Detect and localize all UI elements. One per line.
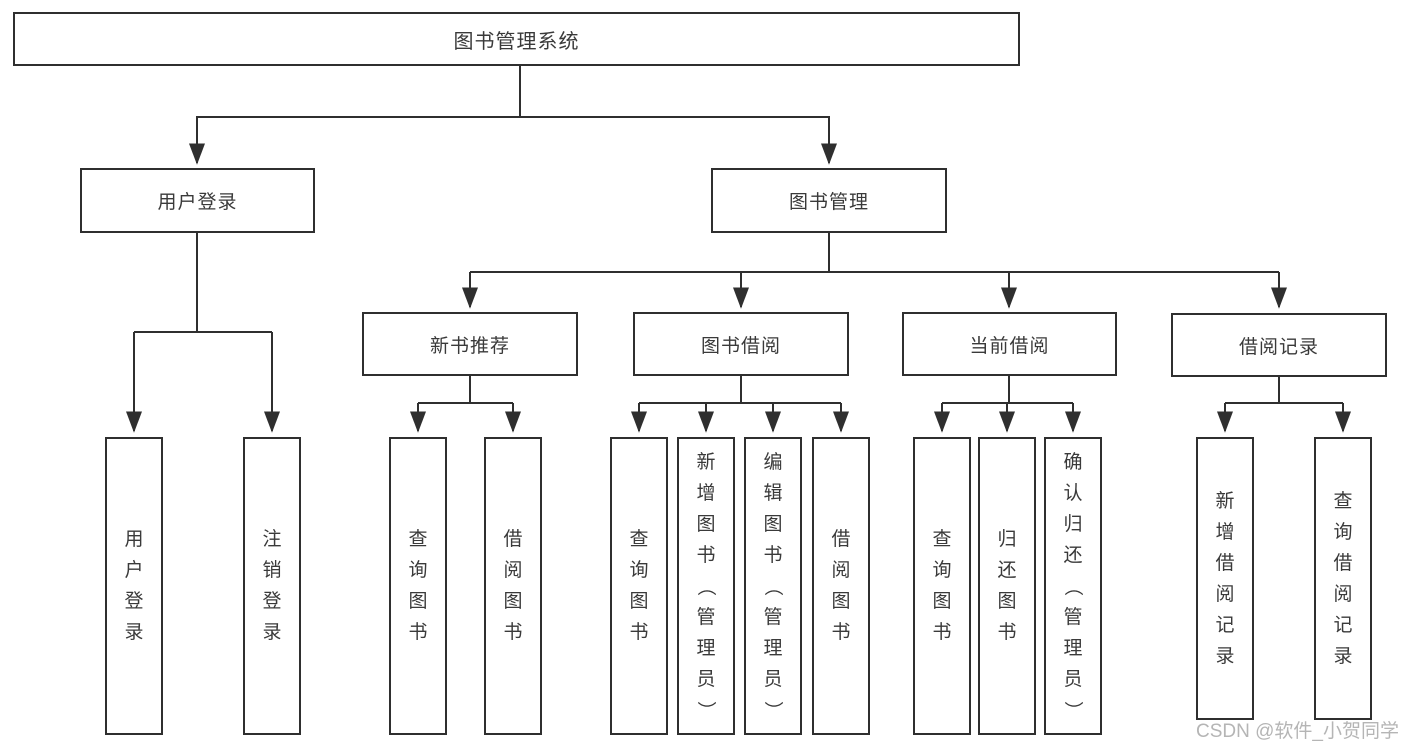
leaf-label: 查询借阅记录	[1333, 490, 1353, 667]
node-book-management: 图书管理	[711, 168, 947, 233]
leaf-label: 编辑图书（管理员）	[762, 451, 784, 720]
leaf-borrow-query-books: 查询图书	[610, 437, 668, 735]
node-label: 借阅记录	[1238, 336, 1319, 358]
leaf-label: 新增图书（管理员）	[695, 451, 717, 720]
leaf-current-return-books: 归还图书	[978, 437, 1036, 735]
leaf-current-confirm-return-admin: 确认归还（管理员）	[1044, 437, 1102, 735]
leaf-user-login: 用户登录	[105, 437, 163, 735]
node-library-management-system: 图书管理系统	[13, 12, 1020, 66]
leaf-label: 用户登录	[124, 529, 144, 643]
node-new-book-recommendation: 新书推荐	[362, 312, 578, 376]
leaf-label: 查询图书	[629, 529, 649, 643]
leaf-label: 查询图书	[932, 529, 952, 643]
node-current-borrowing: 当前借阅	[902, 312, 1117, 376]
leaf-label: 确认归还（管理员）	[1062, 451, 1084, 720]
node-label: 图书借阅	[700, 335, 781, 357]
node-book-borrowing: 图书借阅	[633, 312, 849, 376]
node-label: 新书推荐	[429, 335, 510, 357]
leaf-add-borrow-record: 新增借阅记录	[1196, 437, 1254, 720]
leaf-label: 归还图书	[997, 529, 1017, 643]
leaf-borrow-add-books-admin: 新增图书（管理员）	[677, 437, 735, 735]
leaf-query-borrow-record: 查询借阅记录	[1314, 437, 1372, 720]
node-label: 当前借阅	[969, 335, 1050, 357]
leaf-label: 注销登录	[262, 529, 282, 643]
leaf-logout: 注销登录	[243, 437, 301, 735]
node-borrowing-records: 借阅记录	[1171, 313, 1387, 377]
node-user-login: 用户登录	[80, 168, 315, 233]
leaf-newbook-borrow-books: 借阅图书	[484, 437, 542, 735]
leaf-newbook-query-books: 查询图书	[389, 437, 447, 735]
leaf-label: 查询图书	[408, 529, 428, 643]
leaf-label: 借阅图书	[831, 529, 851, 643]
leaf-borrow-edit-books-admin: 编辑图书（管理员）	[744, 437, 802, 735]
node-label: 用户登录	[157, 192, 238, 213]
leaf-borrow-borrow-books: 借阅图书	[812, 437, 870, 735]
node-label: 图书管理	[788, 192, 869, 213]
leaf-label: 借阅图书	[503, 529, 523, 643]
csdn-watermark: CSDN @软件_小贺同学	[1196, 721, 1399, 742]
node-label: 图书管理系统	[453, 30, 580, 53]
leaf-label: 新增借阅记录	[1215, 490, 1235, 667]
leaf-current-query-books: 查询图书	[913, 437, 971, 735]
